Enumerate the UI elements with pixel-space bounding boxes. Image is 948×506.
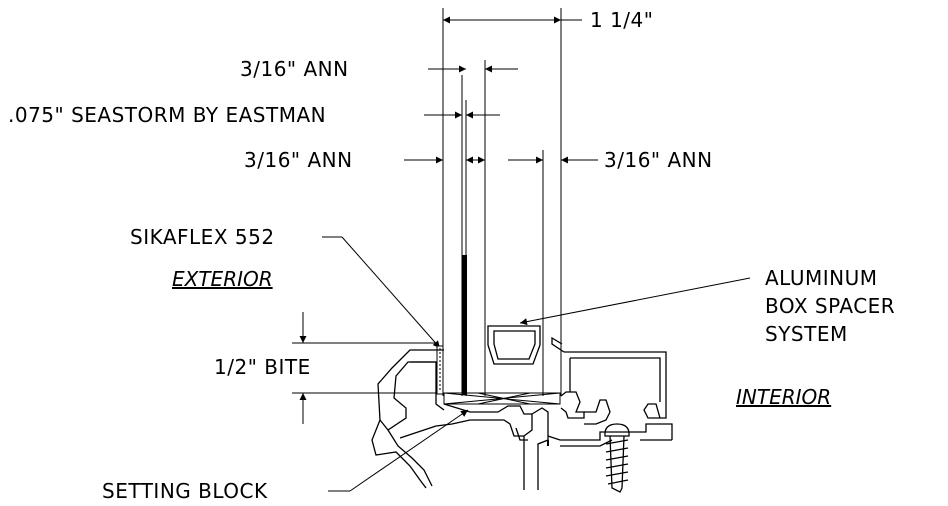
label-setting-block: SETTING BLOCK <box>102 479 268 503</box>
leaders <box>322 236 751 492</box>
interior-frame <box>547 336 673 447</box>
screw <box>604 423 630 493</box>
exterior-frame <box>371 349 549 490</box>
label-ann-top: 3/16" ANN <box>240 57 349 81</box>
label-exterior: EXTERIOR <box>172 267 273 291</box>
label-spacer-line2: BOX SPACER <box>765 294 895 318</box>
label-bite: 1/2" BITE <box>214 355 311 379</box>
label-interior: INTERIOR <box>736 385 831 409</box>
setting-block <box>443 392 561 405</box>
label-spacer-line1: ALUMINUM <box>765 266 877 290</box>
glass-lites <box>442 8 562 396</box>
box-spacer <box>487 325 541 365</box>
label-interlayer: .075" SEASTORM BY EASTMAN <box>8 103 326 127</box>
label-ann-right: 3/16" ANN <box>604 148 713 172</box>
interlayer-band <box>462 255 467 395</box>
label-spacer-line3: SYSTEM <box>765 322 848 346</box>
label-sealant: SIKAFLEX 552 <box>130 225 275 249</box>
label-ann-left: 3/16" ANN <box>244 148 353 172</box>
label-overall-dimension: 1 1/4" <box>590 8 653 32</box>
dimension-bite <box>292 312 436 424</box>
